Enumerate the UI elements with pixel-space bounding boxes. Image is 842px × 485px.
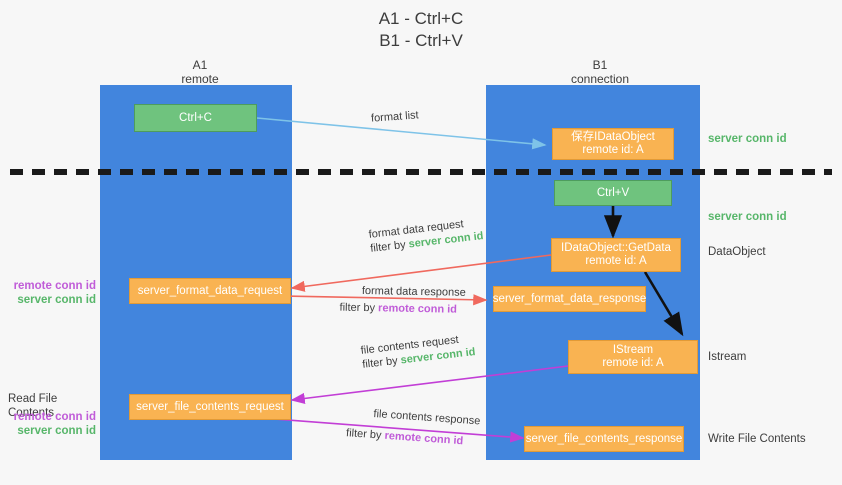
annotation-server-conn-id-1: server conn id <box>17 294 96 306</box>
annotation-conn-ids-middle: remote conn id server conn id <box>10 279 96 307</box>
annotation-read-file-contents: Read File Contents <box>8 393 58 419</box>
annotation-data-object: DataObject <box>708 246 766 258</box>
filter-by-text-1: filter by <box>369 238 407 255</box>
node-save-idataobject-line1: 保存IDataObject <box>571 131 655 143</box>
arrow-format-list <box>256 117 547 150</box>
node-save-idataobject-line2: remote id: A <box>582 144 644 156</box>
node-server-file-contents-response-label: server_file_contents_response <box>525 432 683 445</box>
node-ctrl-c-label: Ctrl+C <box>179 111 212 124</box>
column-b1-sub: connection <box>570 72 630 86</box>
annotation-istream: Istream <box>708 351 747 363</box>
node-istream[interactable]: IStream remote id: A <box>568 340 698 374</box>
arrow-file-contents-request <box>290 365 569 404</box>
arrow-format-data-request <box>290 254 552 292</box>
node-idataobject-getdata-line1: IDataObject::GetData <box>561 242 671 254</box>
filter-by-text-4: filter by <box>345 427 382 442</box>
edge-label-file-contents-response: file contents response filter by remote … <box>346 407 481 449</box>
node-idataobject-getdata-line2: remote id: A <box>585 255 647 267</box>
diagram-title: A1 - Ctrl+C B1 - Ctrl+V <box>0 8 842 52</box>
node-server-file-contents-request-label: server_file_contents_request <box>136 400 284 413</box>
node-istream-line1: IStream <box>612 344 654 356</box>
filter-by-text-3: filter by <box>361 354 399 371</box>
column-b1-name: B1 <box>592 58 608 72</box>
edge-label-format-list-text: format list <box>370 109 420 125</box>
node-server-format-data-response-label: server_format_data_response <box>492 292 647 305</box>
node-server-format-data-request[interactable]: server_format_data_request <box>129 278 291 304</box>
node-server-file-contents-request[interactable]: server_file_contents_request <box>129 394 291 420</box>
column-header-b1: B1 connection <box>535 58 665 86</box>
filter-by-text-2: filter by <box>339 301 376 315</box>
column-a1-sub: remote <box>181 72 219 86</box>
arrow-getdata-istream <box>643 271 684 337</box>
node-ctrl-v-label: Ctrl+V <box>596 186 630 199</box>
annotation-server-conn-id-top: server conn id <box>708 133 787 145</box>
node-ctrl-c[interactable]: Ctrl+C <box>134 104 257 132</box>
annotation-server-conn-id-2: server conn id <box>17 425 96 437</box>
title-line-2: B1 - Ctrl+V <box>379 31 463 50</box>
edge-label-format-data-response-filter: filter by remote conn id <box>339 301 465 317</box>
node-server-format-data-response[interactable]: server_format_data_response <box>493 286 646 312</box>
node-istream-line2: remote id: A <box>602 357 664 369</box>
annotation-server-conn-id-mid: server conn id <box>708 211 787 223</box>
annotation-remote-conn-id-2: remote conn id <box>13 411 96 423</box>
annotation-remote-conn-id-1: remote conn id <box>13 280 96 292</box>
title-line-1: A1 - Ctrl+C <box>378 9 464 28</box>
column-header-a1: A1 remote <box>140 58 260 86</box>
annotation-conn-ids-bottom: remote conn id server conn id <box>10 410 96 438</box>
node-ctrl-v[interactable]: Ctrl+V <box>554 180 672 206</box>
node-server-format-data-request-label: server_format_data_request <box>137 284 283 297</box>
column-a1-name: A1 <box>192 58 208 72</box>
node-save-idataobject[interactable]: 保存IDataObject remote id: A <box>552 128 674 160</box>
annotation-write-file-contents: Write File Contents <box>708 433 806 445</box>
node-idataobject-getdata[interactable]: IDataObject::GetData remote id: A <box>551 238 681 272</box>
edge-label-format-data-response: format data response filter by remote co… <box>339 284 466 317</box>
edge-label-format-data-response-text: format data response <box>361 284 466 299</box>
remote-conn-id-text-1: remote conn id <box>378 302 458 316</box>
node-server-file-contents-response[interactable]: server_file_contents_response <box>524 426 684 452</box>
